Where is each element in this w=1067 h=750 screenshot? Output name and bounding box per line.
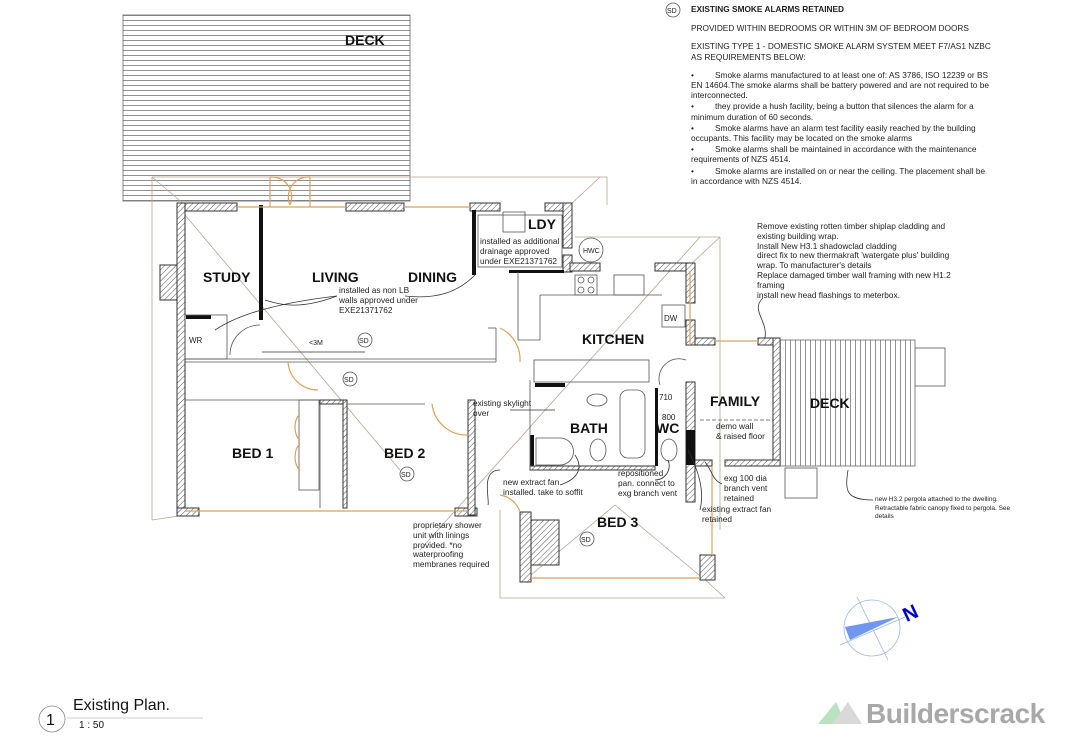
drawing-title: Existing Plan. (73, 697, 170, 714)
annotation-demo-wall: demo wall & raised floor (716, 421, 765, 441)
smoke-detector-icon (665, 2, 681, 18)
annotation-extract-fan-new: new extract fan installed. take to soffi… (503, 477, 583, 497)
svg-text:SD: SD (667, 8, 677, 15)
notes-line-2: EXISTING TYPE 1 - DOMESTIC SMOKE ALARM S… (691, 41, 991, 62)
room-label-family: FAMILY (710, 393, 761, 409)
hwc-label: HWC (583, 248, 600, 255)
steps-bottom (784, 467, 818, 499)
annotation-pergola: new H3.2 pergola attached to the dwellin… (875, 496, 1011, 520)
room-label-wc: WC (656, 420, 679, 436)
svg-text:N: N (899, 601, 921, 627)
smoke-detector-icon (357, 332, 373, 348)
drawing-number-circle (38, 705, 66, 733)
toilet-wc (660, 438, 678, 462)
room-label-bath: BATH (570, 420, 608, 436)
fixtures (502, 211, 946, 499)
svg-text:SD: SD (581, 537, 591, 544)
annotation-shower: proprietary shower unit with linings pro… (413, 520, 490, 570)
notes-bullet: they provide a hush facility, being a bu… (691, 101, 991, 121)
annotation-laundry-drainage: installed as additional drainage approve… (480, 236, 560, 266)
hwc-symbol (578, 237, 604, 263)
dimension-800: 800 (662, 413, 676, 422)
dishwasher-label: DW (664, 314, 678, 323)
smoke-alarm-notes: EXISTING SMOKE ALARMS RETAINED PROVIDED … (691, 4, 991, 187)
notes-line-1: PROVIDED WITHIN BEDROOMS OR WITHIN 3M OF… (691, 23, 969, 34)
dimension-710: 710 (659, 393, 673, 402)
room-label-study: STUDY (203, 269, 251, 285)
deck-top (122, 14, 411, 202)
steps-right (914, 347, 946, 387)
kitchen-sink (613, 274, 645, 296)
deck-right (779, 339, 916, 467)
leader-lines (214, 274, 874, 511)
smoke-detector-icon (342, 371, 358, 387)
annotation-cladding: Remove existing rotten timber shiplap cl… (757, 221, 951, 300)
room-label-wardrobe: WR (189, 336, 203, 345)
notes-bullets: Smoke alarms manufactured to at least on… (691, 70, 991, 186)
roof-outline (151, 176, 726, 599)
smoke-detector-icon (399, 466, 415, 482)
smoke-detector-icon (579, 531, 595, 547)
notes-bullet: Smoke alarms manufactured to at least on… (691, 70, 991, 101)
room-label-laundry: LDY (528, 216, 557, 232)
annotation-extract-fan-existing: existing extract fan retained (702, 504, 772, 524)
notes-bullet: Smoke alarms shall be maintained in acco… (691, 144, 991, 164)
room-label-living: LIVING (312, 269, 359, 285)
room-label-bed1: BED 1 (232, 445, 273, 461)
cooktop (574, 274, 598, 296)
drawing-number: 1 (46, 712, 55, 729)
svg-text:SD: SD (359, 338, 369, 345)
smoke-detectors: SD SD SD SD SD (342, 2, 681, 547)
room-label-deck-right: DECK (810, 395, 850, 411)
room-label-deck-top: DECK (345, 32, 385, 48)
basin (586, 393, 608, 407)
toilet-bath (589, 438, 607, 462)
walls (159, 202, 781, 583)
notes-bullet: Smoke alarms are installed on or near th… (691, 166, 991, 186)
room-label-kitchen: KITCHEN (582, 331, 644, 347)
builderscrack-watermark: Builderscrack (866, 698, 1045, 729)
notes-heading: EXISTING SMOKE ALARMS RETAINED (691, 4, 845, 14)
shower (535, 437, 574, 466)
bathtub (619, 389, 646, 459)
drawing-scale: 1 : 50 (79, 720, 105, 731)
room-label-bed3: BED 3 (597, 514, 638, 530)
north-arrow-icon: N (839, 596, 922, 661)
distance-label: <3M (309, 340, 323, 347)
notes-bullet: Smoke alarms have an alarm test facility… (691, 123, 991, 143)
room-label-dining: DINING (408, 269, 457, 285)
annotation-branch-vent: exg 100 dia branch vent retained (724, 473, 768, 503)
annotation-skylight: existing skylight over (473, 398, 532, 418)
annotation-non-lb-walls: installed as non LB walls approved under… (339, 285, 418, 315)
builderscrack-logo-icon (818, 702, 862, 724)
room-label-bed2: BED 2 (384, 445, 425, 461)
annotation-pan: repositioned pan. connect to exg branch … (618, 468, 678, 498)
svg-text:SD: SD (401, 472, 411, 479)
doors (229, 176, 687, 513)
svg-text:SD: SD (344, 377, 354, 384)
